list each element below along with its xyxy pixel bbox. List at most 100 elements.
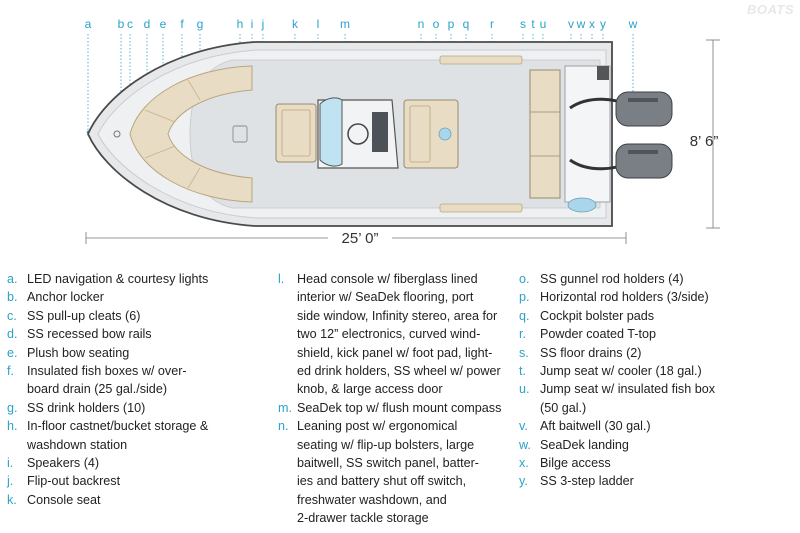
legend-text: Insulated fish boxes w/ over- board drai… <box>27 364 187 397</box>
legend-key: y. <box>519 474 528 489</box>
legend-key: o. <box>519 272 530 286</box>
legend-text: SeaDek top w/ flush mount compass <box>297 400 502 415</box>
legend-item: a.LED navigation & courtesy lights <box>7 270 275 288</box>
callout-letter: j <box>261 17 265 31</box>
legend-item: m. SeaDek top w/ flush mount compass <box>278 399 518 417</box>
beam-label: 8’ 6” <box>690 133 719 150</box>
jump-seat-dividers <box>530 111 560 157</box>
legend-item: h.In-floor castnet/bucket storage & wash… <box>7 417 275 454</box>
electronics-panel <box>372 112 388 152</box>
legend-text: Plush bow seating <box>27 345 130 360</box>
legend-text: In-floor castnet/bucket storage & washdo… <box>27 419 209 452</box>
legend-key: d. <box>7 327 18 342</box>
callout-letter: i <box>251 17 254 31</box>
legend-text: Head console w/ fiberglass lined interio… <box>297 272 501 397</box>
livewell-icon <box>438 127 452 141</box>
bilge-access <box>597 66 609 80</box>
legend-item: v. Aft baitwell (30 gal.) <box>519 417 794 435</box>
legend-key: l. <box>278 272 285 286</box>
legend-item: j. Flip-out backrest <box>7 472 275 490</box>
callout-letter: h <box>237 17 244 31</box>
callout-letter: b <box>118 17 125 31</box>
legend-key: f. <box>7 364 14 379</box>
callout-letter: w <box>628 17 638 31</box>
bow-seating <box>129 65 253 203</box>
legend-key: c. <box>7 308 17 323</box>
legend-text: SeaDek landing <box>540 437 629 452</box>
legend-text: Jump seat w/ insulated fish box (50 gal.… <box>540 382 716 415</box>
callout-letter: r <box>490 17 494 31</box>
callout-letter: e <box>160 17 167 31</box>
legend-column-2: l. Head console w/ fiberglass lined inter… <box>278 270 518 528</box>
legend-column-3: o. SS gunnel rod holders (4) p. Horizontal … <box>519 270 794 491</box>
callout-letter: f <box>180 17 184 31</box>
callout-letter: g <box>197 17 204 31</box>
callout-letter: c <box>127 17 133 31</box>
jump-seat-port <box>529 69 561 199</box>
legend-key: n. <box>278 419 289 434</box>
legend-text: Flip-out backrest <box>27 474 121 489</box>
legend-item: f. Insulated fish boxes w/ over- board dr… <box>7 362 275 399</box>
legend-key: r. <box>519 327 526 342</box>
aft-baitwell <box>567 197 597 213</box>
legend-key: q. <box>519 308 530 323</box>
legend-item: r. Powder coated T-top <box>519 325 794 343</box>
legend-item: p. Horizontal rod holders (3/side) <box>519 288 794 306</box>
legend-text: SS gunnel rod holders (4) <box>540 272 684 286</box>
length-dimension <box>85 232 627 244</box>
callout-letter: l <box>317 17 320 31</box>
legend-item: n. Leaning post w/ ergonomical seating w/… <box>278 417 518 527</box>
length-label: 25’ 0” <box>342 230 379 247</box>
transom <box>564 65 611 203</box>
console-seat-cushion <box>281 109 311 157</box>
cockpit-bolster-stbd <box>439 203 523 213</box>
callout-letter: w <box>576 17 586 31</box>
legend-text: Powder coated T-top <box>540 327 656 342</box>
legend-key: b. <box>7 290 18 305</box>
legend-key: i. <box>7 456 14 471</box>
legend-text: SS recessed bow rails <box>27 327 152 342</box>
legend-item: i.Speakers (4) <box>7 454 275 472</box>
steering-wheel <box>347 123 369 145</box>
leaning-post <box>403 99 459 169</box>
legend-key: m. <box>278 400 292 415</box>
callout-letter: s <box>520 17 526 31</box>
legend-key: p. <box>519 290 530 305</box>
legend-item: t. Jump seat w/ cooler (18 gal.) <box>519 362 794 380</box>
legend-text: Horizontal rod holders (3/side) <box>540 290 709 305</box>
legend-text: SS pull-up cleats (6) <box>27 308 141 323</box>
legend-text: Aft baitwell (30 gal.) <box>540 419 651 434</box>
legend-item: k.Console seat <box>7 491 275 509</box>
legend-key: j. <box>7 474 14 489</box>
callout-letter: m <box>340 17 350 31</box>
legend-key: x. <box>519 456 529 471</box>
legend-key: e. <box>7 345 18 360</box>
legend-item: e. Plush bow seating <box>7 344 275 362</box>
windshield <box>319 97 343 167</box>
legend-item: o. SS gunnel rod holders (4) <box>519 270 794 288</box>
legend-item: b.Anchor locker <box>7 288 275 306</box>
beam-dimension <box>706 39 720 229</box>
legend-text: Jump seat w/ cooler (18 gal.) <box>540 364 702 379</box>
callout-letter: y <box>600 17 606 31</box>
legend-item: w.SeaDek landing <box>519 436 794 454</box>
callout-letter: p <box>448 17 455 31</box>
legend-text: Leaning post w/ ergonomical seating w/ f… <box>297 419 479 526</box>
callout-letter: q <box>463 17 470 31</box>
legend-key: t. <box>519 364 526 379</box>
legend-text: LED navigation & courtesy lights <box>27 272 209 286</box>
legend-text: Bilge access <box>540 456 611 471</box>
legend-item: l. Head console w/ fiberglass lined inter… <box>278 270 518 399</box>
legend-key: v. <box>519 419 528 434</box>
legend-item: c. SS pull-up cleats (6) <box>7 307 275 325</box>
legend-text: SS 3-step ladder <box>540 474 634 489</box>
callout-letter: x <box>589 17 595 31</box>
outboard-motors <box>569 91 673 179</box>
legend-text: Cockpit bolster pads <box>540 308 655 323</box>
callout-letter: t <box>531 17 535 31</box>
bow-seat-cushion-lines <box>144 79 201 189</box>
callout-letter: k <box>292 17 299 31</box>
legend-text: Console seat <box>27 492 101 507</box>
